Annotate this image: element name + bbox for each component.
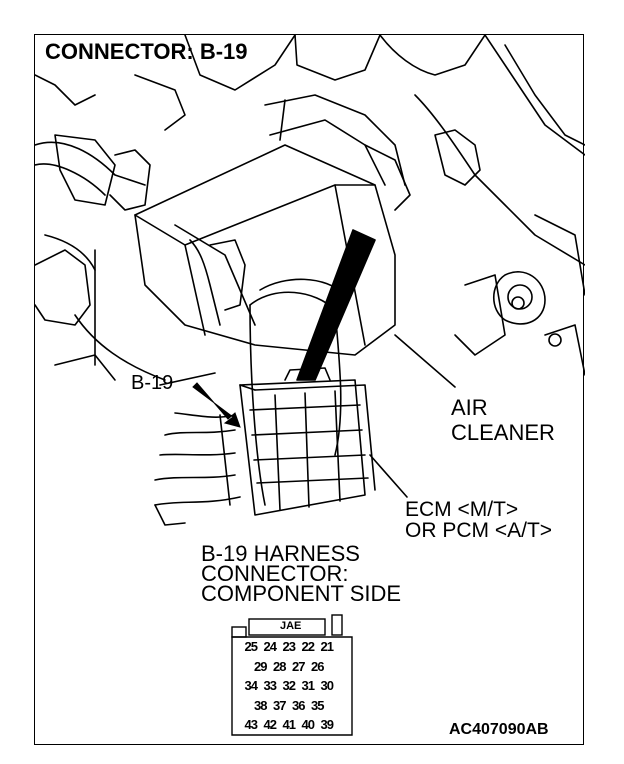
connector-pin: 29 — [254, 658, 268, 674]
connector-callout-label: B-19 — [131, 372, 174, 394]
connector-pin: 31 — [301, 678, 316, 694]
air-cleaner-label-line2: CLEANER — [451, 420, 555, 445]
connector-pin: 40 — [301, 717, 316, 733]
connector-pin: 32 — [282, 678, 297, 694]
figure-id: AC407090AB — [449, 721, 549, 738]
diagram-title: CONNECTOR: B-19 — [45, 39, 248, 64]
connector-pin: 36 — [292, 697, 306, 713]
connector-pin: 41 — [282, 717, 297, 733]
connector-pin: 35 — [311, 697, 325, 713]
connector-pin: 42 — [263, 717, 278, 733]
connector-pin: 39 — [320, 717, 335, 733]
connector-pin: 26 — [311, 658, 325, 674]
connector-pin: 21 — [320, 639, 335, 654]
connector-pin: 22 — [301, 639, 316, 654]
connector-pin: 23 — [282, 639, 297, 654]
connector-pin: 25 — [244, 639, 259, 654]
connector-pin: 28 — [273, 658, 287, 674]
connector-pin: 34 — [244, 678, 259, 694]
connector-type-label: JAE — [280, 620, 302, 632]
connector-pin: 30 — [320, 678, 335, 694]
ecm-label-line1: ECM <M/T> — [405, 498, 519, 521]
engine-bay-illustration — [35, 35, 585, 736]
harness-caption-line2: CONNECTOR: — [201, 561, 349, 586]
connector-pin: 37 — [273, 697, 287, 713]
ecm-label-line2: OR PCM <A/T> — [405, 519, 553, 542]
connector-pin: 33 — [263, 678, 278, 694]
harness-caption-line3: COMPONENT SIDE — [201, 581, 402, 606]
connector-pin: 38 — [254, 697, 268, 713]
connector-pin: 43 — [244, 717, 259, 733]
harness-caption-line1: B-19 HARNESS — [201, 541, 360, 566]
connector-pin: 27 — [292, 658, 306, 674]
air-cleaner-label-line1: AIR — [451, 395, 488, 420]
connector-pin: 24 — [263, 639, 278, 654]
diagram-frame: CONNECTOR: B-19 B-19 AIR CLEANER ECM <M/… — [34, 34, 585, 745]
